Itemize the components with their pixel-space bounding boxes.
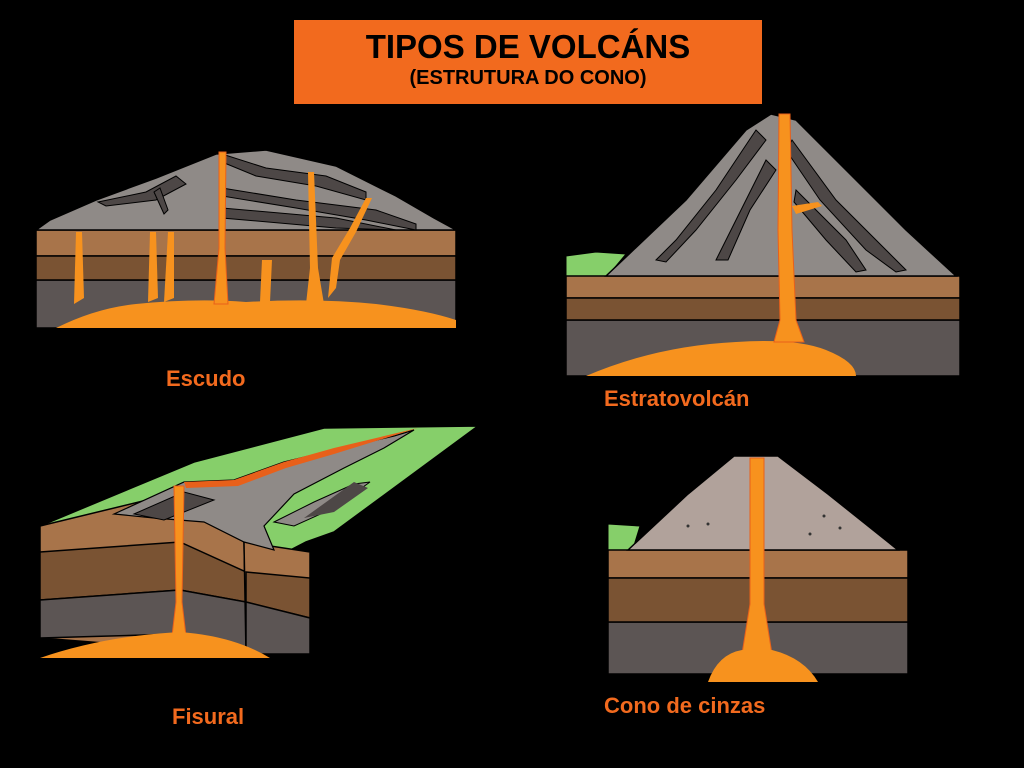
label-fisural: Fisural <box>172 704 245 729</box>
page-title: TIPOS DE VOLCÁNS <box>365 28 691 65</box>
label-estratovolcan: Estratovolcán <box>604 386 750 411</box>
label-escudo: Escudo <box>166 366 246 391</box>
estratovolcan-illustration <box>566 113 961 377</box>
fisural-illustration <box>37 425 480 658</box>
page-subtitle: (ESTRUTURA DO CONO) <box>409 67 647 89</box>
escudo-illustration <box>36 149 457 329</box>
title-box: TIPOS DE VOLCÁNS (ESTRUTURA DO CONO) <box>294 20 762 104</box>
cono-de-cinzas-illustration <box>608 455 909 682</box>
label-cono-de-cinzas: Cono de cinzas <box>604 693 766 718</box>
